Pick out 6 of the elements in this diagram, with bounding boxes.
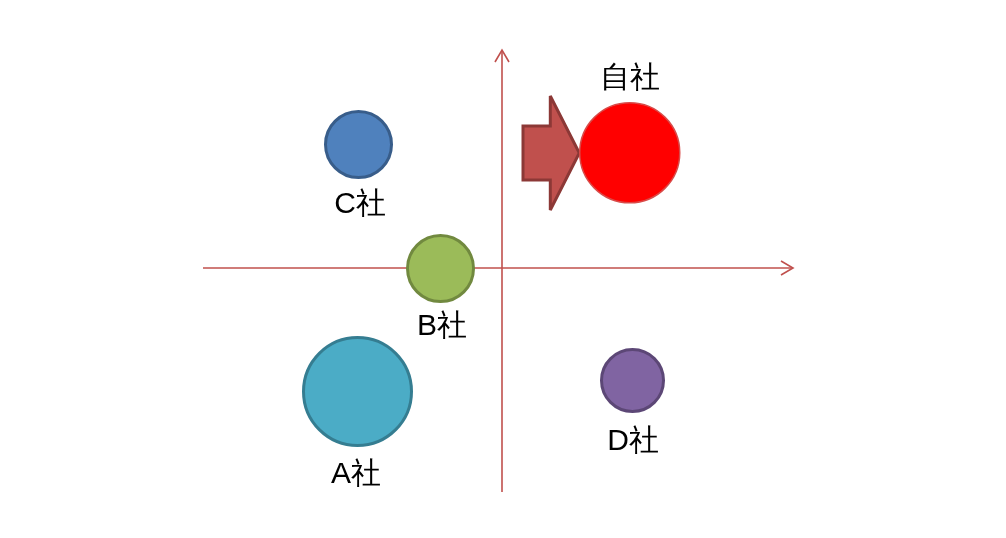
- company-label: D社: [607, 425, 659, 455]
- company-label: 自社: [600, 62, 660, 92]
- block-arrow: [521, 94, 581, 212]
- company-label: B社: [417, 310, 467, 340]
- company-label: C社: [334, 188, 386, 218]
- company-label: A社: [331, 458, 381, 488]
